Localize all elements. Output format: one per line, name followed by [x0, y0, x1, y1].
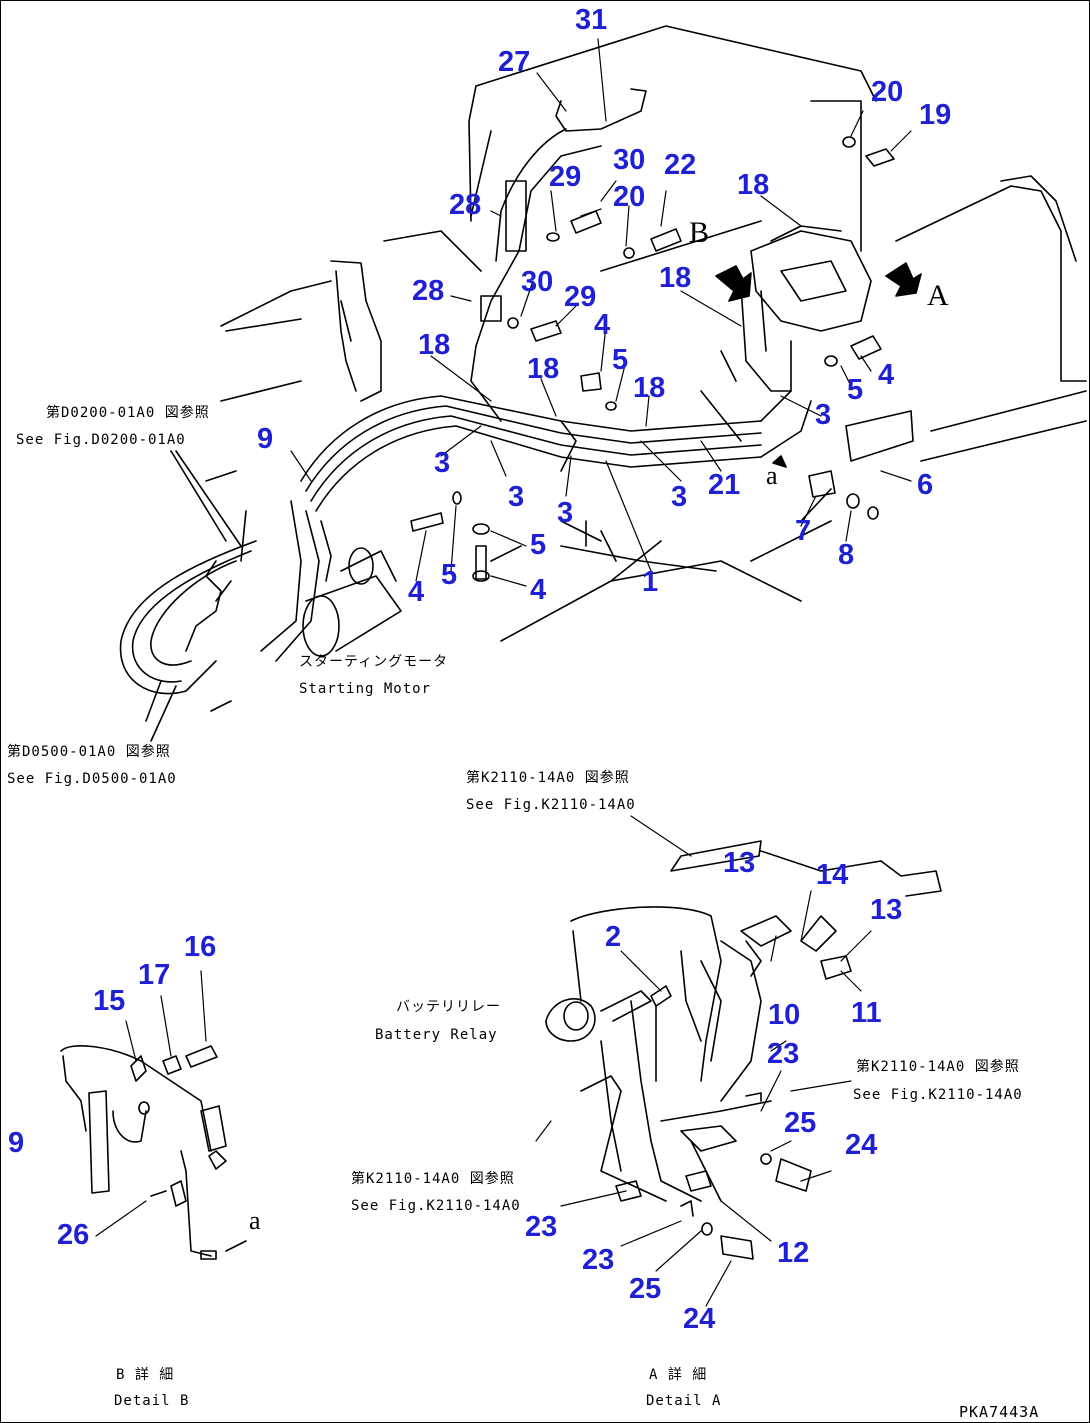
ref-d0200-jp: 第D0200-01A0 図参照	[46, 405, 210, 421]
callout-21: 21	[708, 469, 741, 501]
cable-harness-main	[240, 340, 812, 662]
callout-4: 4	[878, 359, 895, 391]
detail-b-drawing	[60, 1045, 247, 1260]
starting-motor-label-en: Starting Motor	[299, 681, 432, 697]
ref-k2110-right-en: See Fig.K2110-14A0	[853, 1087, 1023, 1103]
callout-5: 5	[530, 529, 547, 561]
callout-23: 23	[525, 1211, 558, 1243]
callout-22: 22	[664, 149, 697, 181]
battery-relay-label-jp: バッテリリレー	[396, 999, 501, 1015]
callout-9: 9	[257, 423, 274, 455]
frame-outline	[205, 25, 1087, 642]
callout-13: 13	[723, 847, 756, 879]
figure-code: PKA7443A	[959, 1403, 1040, 1421]
callout-9: 9	[8, 1127, 25, 1159]
callout-29: 29	[564, 281, 597, 313]
leader-lines	[95, 38, 912, 1307]
callout-20: 20	[871, 76, 904, 108]
ref-d0500-jp: 第D0500-01A0 図参照	[7, 744, 171, 760]
callout-27: 27	[498, 46, 531, 78]
callout-8: 8	[838, 539, 855, 571]
callout-18: 18	[737, 169, 770, 201]
callout-17: 17	[138, 959, 171, 991]
callout-3: 3	[557, 497, 574, 529]
ref-d0200-en: See Fig.D0200-01A0	[16, 432, 186, 448]
ref-k2110-top-en: See Fig.K2110-14A0	[466, 797, 636, 813]
callout-4: 4	[594, 309, 611, 341]
callout-31: 31	[575, 4, 608, 36]
callout-5: 5	[612, 344, 629, 376]
callout-7: 7	[795, 515, 812, 547]
callout-16: 16	[184, 931, 217, 963]
callout-26: 26	[57, 1219, 90, 1251]
callout-18: 18	[659, 262, 692, 294]
callout-4: 4	[408, 576, 425, 608]
callout-23: 23	[767, 1038, 800, 1070]
callout-24: 24	[683, 1303, 716, 1335]
callout-11: 11	[851, 997, 882, 1029]
left-harness	[119, 450, 257, 742]
callout-28: 28	[449, 189, 482, 221]
callout-3: 3	[815, 399, 832, 431]
callout-5: 5	[847, 374, 864, 406]
view-label-b: B	[689, 216, 710, 249]
callout-28: 28	[412, 275, 445, 307]
callout-15: 15	[93, 985, 126, 1017]
starting-motor-drawing	[302, 547, 402, 657]
connection-label-a: a	[766, 461, 778, 490]
callout-20: 20	[613, 181, 646, 213]
battery-relay-label-en: Battery Relay	[375, 1027, 498, 1043]
detail-a-title-jp: A 詳 細	[649, 1367, 708, 1383]
starting-motor-label-jp: スターティングモータ	[299, 654, 449, 670]
fasteners	[410, 136, 895, 582]
callout-29: 29	[549, 161, 582, 193]
callout-5: 5	[441, 559, 458, 591]
callout-23: 23	[582, 1244, 615, 1276]
view-label-a: A	[927, 279, 949, 312]
ref-k2110-top-jp: 第K2110-14A0 図参照	[466, 770, 630, 786]
callout-25: 25	[629, 1273, 662, 1305]
callout-2: 2	[605, 921, 622, 953]
callout-24: 24	[845, 1129, 878, 1161]
detail-a-title-en: Detail A	[646, 1393, 722, 1409]
ref-d0500-en: See Fig.D0500-01A0	[7, 771, 177, 787]
callout-10: 10	[768, 999, 801, 1031]
ref-k2110-left-jp: 第K2110-14A0 図参照	[351, 1171, 515, 1187]
ref-k2110-right-jp: 第K2110-14A0 図参照	[856, 1059, 1020, 1075]
callout-19: 19	[919, 99, 952, 131]
callout-18: 18	[633, 372, 666, 404]
upper-cable	[470, 88, 647, 422]
callout-18: 18	[418, 329, 451, 361]
callout-1: 1	[642, 566, 659, 598]
ref-k2110-left-en: See Fig.K2110-14A0	[351, 1198, 521, 1214]
column-left	[330, 260, 382, 402]
detail-b-title-jp: B 詳 細	[116, 1367, 175, 1383]
callout-25: 25	[784, 1107, 817, 1139]
callout-30: 30	[521, 266, 554, 298]
callout-3: 3	[671, 481, 688, 513]
detail-b-title-en: Detail B	[114, 1393, 190, 1409]
connection-label-a-detail: a	[249, 1206, 261, 1235]
view-arrows	[715, 262, 922, 468]
relay-assembly-top	[720, 225, 872, 392]
callout-13: 13	[870, 894, 903, 926]
callout-18: 18	[527, 353, 560, 385]
callout-3: 3	[508, 481, 525, 513]
callout-6: 6	[917, 469, 934, 501]
detail-a-drawing	[545, 840, 942, 1260]
callout-14: 14	[816, 859, 849, 891]
callout-3: 3	[434, 447, 451, 479]
callout-30: 30	[613, 144, 646, 176]
callout-4: 4	[530, 574, 547, 606]
callout-12: 12	[777, 1237, 810, 1269]
